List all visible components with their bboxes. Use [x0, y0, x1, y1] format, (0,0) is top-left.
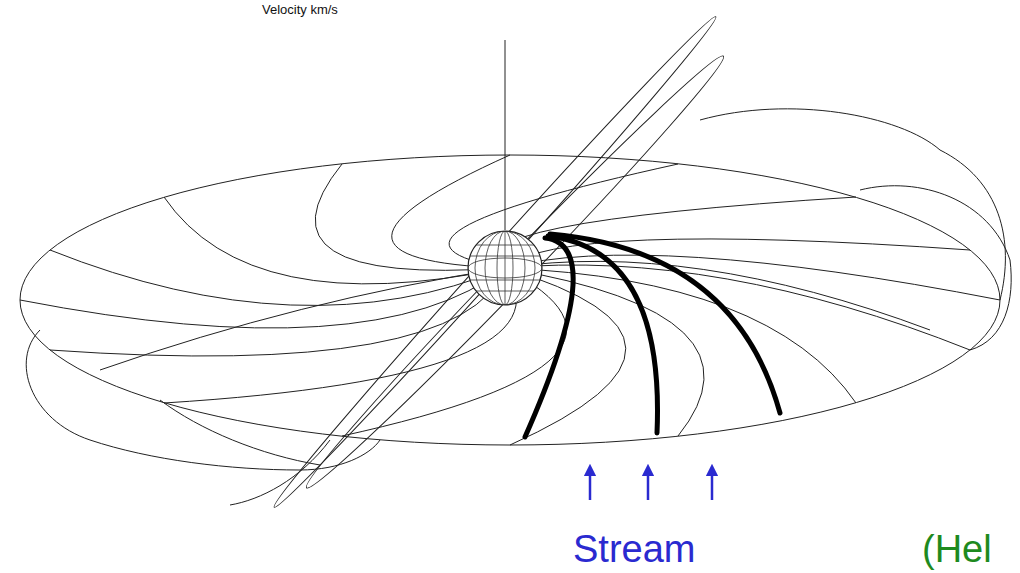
stream-label: Stream	[573, 530, 695, 568]
stream-arrows	[590, 470, 712, 500]
stream-lines	[525, 234, 780, 437]
sheet-rim	[20, 155, 1000, 445]
axis-line	[505, 40, 506, 230]
wave-lobe	[230, 440, 330, 505]
wave-lobe	[160, 400, 320, 465]
axis-label: Velocity km/s	[262, 3, 338, 16]
tilted-lobe	[297, 46, 734, 497]
spiral-field-lines	[20, 155, 1000, 445]
sun-sphere	[460, 228, 550, 308]
sheet-label: (Hel	[922, 530, 992, 568]
